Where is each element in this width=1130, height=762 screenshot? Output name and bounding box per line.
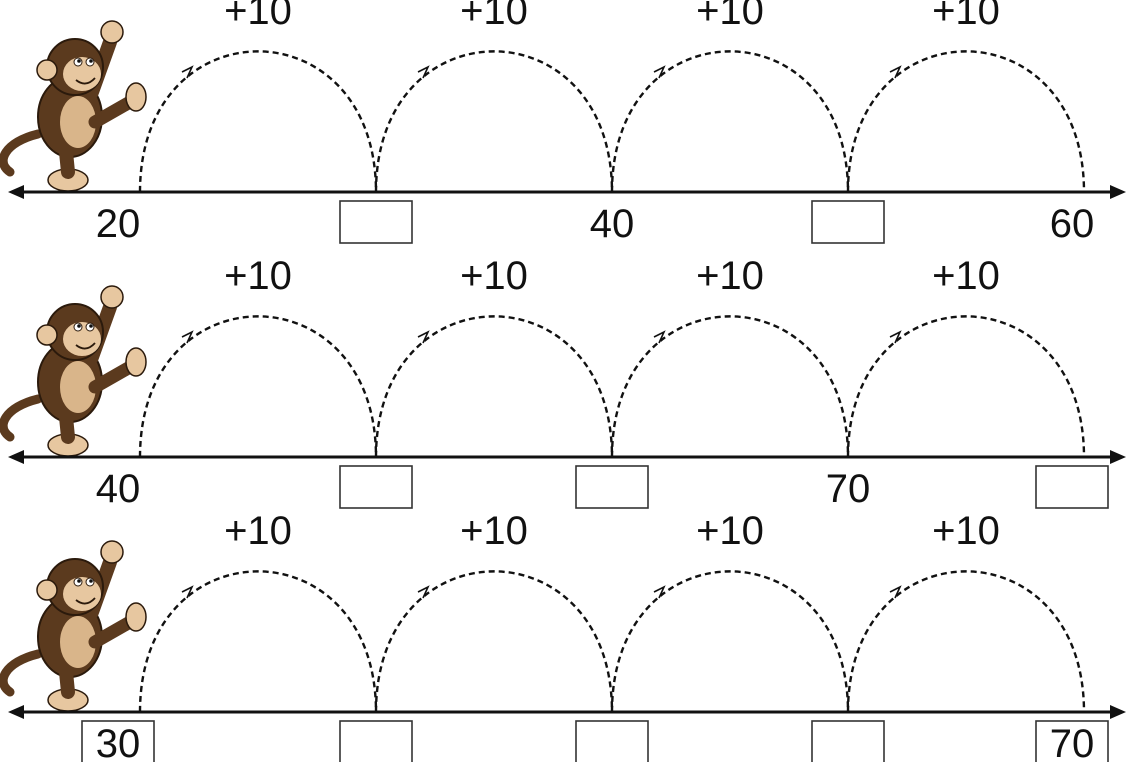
arrow-right-icon [1110,450,1126,464]
hop-arc [376,51,612,192]
answer-box[interactable] [340,201,412,243]
hop-arc [612,51,848,192]
monkey-pupil [89,579,93,583]
number-line-row-2: +10 +10 +10 +10 40 70 [3,254,1126,511]
monkey-hand [101,286,123,308]
monkey-pupil [77,579,81,583]
answer-box[interactable] [576,466,648,508]
hop-arrow-icon [654,587,664,598]
hop-arc [848,316,1084,457]
hop-label: +10 [460,509,528,553]
hop-arrow-icon [418,332,428,343]
hop-arrow-icon [418,587,428,598]
monkey-pupil [89,324,93,328]
monkey-hand [101,541,123,563]
hop-arc [140,316,376,457]
monkey-icon [3,21,146,191]
hop-label: +10 [696,254,764,298]
hop-label: +10 [224,0,292,33]
monkey-icon [3,541,146,711]
monkey-ear [37,580,57,600]
arrow-right-icon [1110,185,1126,199]
hop-arrow-icon [654,332,664,343]
monkey-tail [3,399,38,437]
point-label: 40 [590,202,635,246]
monkey-ear [37,325,57,345]
monkey-hand [101,21,123,43]
answer-box[interactable] [812,201,884,243]
hop-arc [376,571,612,712]
hop-label: +10 [696,0,764,33]
hop-label: +10 [460,254,528,298]
hop-arc [612,571,848,712]
hop-arrow-icon [890,332,900,343]
point-label: 60 [1050,202,1095,246]
monkey-icon [3,286,146,456]
hop-label: +10 [932,0,1000,33]
point-label: 70 [826,467,871,511]
hop-arrow-icon [182,587,192,598]
answer-box[interactable] [340,721,412,762]
number-line-row-1: +10 +10 +10 +10 20 40 60 [3,0,1126,246]
hop-arrow-icon [182,67,192,78]
number-line-row-3: +10 +10 +10 +10 30 70 [3,509,1126,762]
hop-arc [848,571,1084,712]
hop-arrow-icon [182,332,192,343]
hop-label: +10 [696,509,764,553]
monkey-foot [126,348,146,376]
hop-arrow-icon [890,587,900,598]
monkey-ear [37,60,57,80]
hop-arrow-icon [890,67,900,78]
hop-arc [848,51,1084,192]
hop-label: +10 [460,0,528,33]
hop-label: +10 [932,254,1000,298]
monkey-pupil [89,59,93,63]
answer-box[interactable] [1036,466,1108,508]
hop-label: +10 [224,509,292,553]
monkey-leg [66,417,68,437]
monkey-tail [3,134,38,172]
arrow-left-icon [8,450,24,464]
hop-arrow-icon [654,67,664,78]
hop-arc [140,51,376,192]
point-label: 40 [96,467,141,511]
monkey-pupil [77,324,81,328]
hop-label: +10 [224,254,292,298]
arrow-right-icon [1110,705,1126,719]
hop-label: +10 [932,509,1000,553]
answer-box[interactable] [812,721,884,762]
monkey-foot [126,83,146,111]
hop-arc [140,571,376,712]
monkey-pupil [77,59,81,63]
point-label: 30 [96,722,141,762]
hop-arrow-icon [418,67,428,78]
point-label: 20 [96,202,141,246]
arrow-left-icon [8,185,24,199]
monkey-tail [3,654,38,692]
point-label: 70 [1050,722,1095,762]
monkey-leg [66,152,68,172]
hop-arc [612,316,848,457]
answer-box[interactable] [576,721,648,762]
monkey-foot [126,603,146,631]
arrow-left-icon [8,705,24,719]
hop-arc [376,316,612,457]
answer-box[interactable] [340,466,412,508]
monkey-leg [66,672,68,692]
